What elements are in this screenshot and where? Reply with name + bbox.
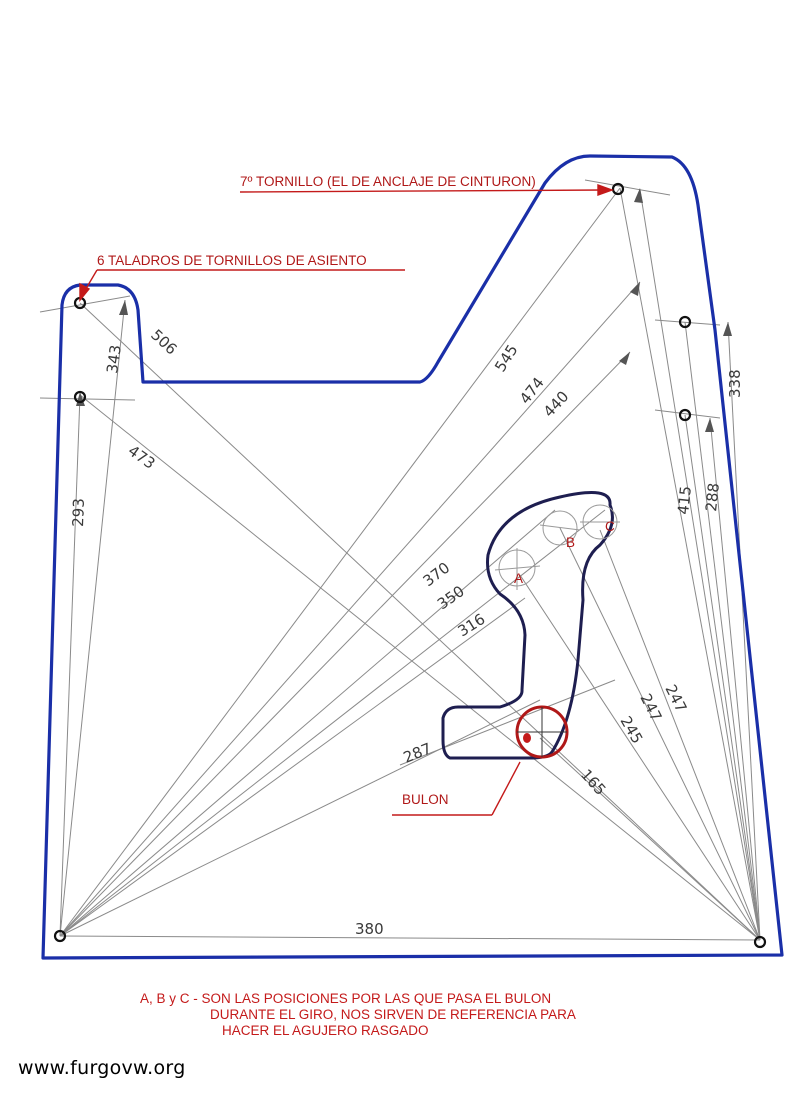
hole-right-lower — [678, 408, 692, 422]
dimension-arrows — [76, 188, 732, 432]
hole-left-mid — [73, 390, 87, 404]
dim-380: 380 — [355, 920, 384, 938]
dim-545: 545 — [491, 341, 521, 375]
label-belt-bolt: 7º TORNILLO (EL DE ANCLAJE DE CINTURON) — [240, 174, 536, 189]
position-b: B — [566, 535, 575, 550]
dim-473: 473 — [125, 442, 159, 473]
note-line-1: A, B y C - SON LAS POSICIONES POR LAS QU… — [140, 991, 552, 1006]
position-a: A — [514, 571, 523, 586]
dim-370: 370 — [420, 559, 454, 591]
label-bulon: BULON — [402, 792, 449, 807]
watermark-text: www.furgovw.org — [18, 1057, 186, 1079]
dim-415: 415 — [674, 485, 695, 515]
bracket-outline — [41, 154, 784, 960]
dim-293: 293 — [69, 498, 88, 527]
hole-bottom-left — [53, 929, 67, 943]
dim-506: 506 — [147, 326, 180, 359]
dim-338: 338 — [726, 369, 744, 398]
dim-245: 245 — [617, 713, 647, 747]
dim-247-b: 247 — [636, 691, 665, 725]
dim-350: 350 — [434, 582, 468, 613]
dim-474: 474 — [516, 374, 548, 408]
dim-316: 316 — [455, 610, 489, 640]
hole-right-upper — [678, 315, 692, 329]
label-seat-holes: 6 TALADROS DE TORNILLOS DE ASIENTO — [97, 253, 367, 268]
bolt-holes — [53, 182, 767, 949]
position-c: C — [605, 519, 615, 534]
hole-belt-anchor — [611, 182, 625, 196]
note-line-2: DURANTE EL GIRO, NOS SIRVEN DE REFERENCI… — [210, 1007, 576, 1022]
dim-343: 343 — [103, 344, 125, 375]
construction-lines — [39, 179, 761, 941]
position-circles — [494, 504, 620, 590]
bulon-dot — [523, 733, 531, 743]
annotation-leaders — [79, 184, 615, 816]
note-line-3: HACER EL AGUJERO RASGADO — [222, 1023, 429, 1038]
hole-bottom-right — [753, 935, 767, 949]
dim-287: 287 — [401, 739, 434, 766]
dim-288: 288 — [702, 482, 723, 512]
